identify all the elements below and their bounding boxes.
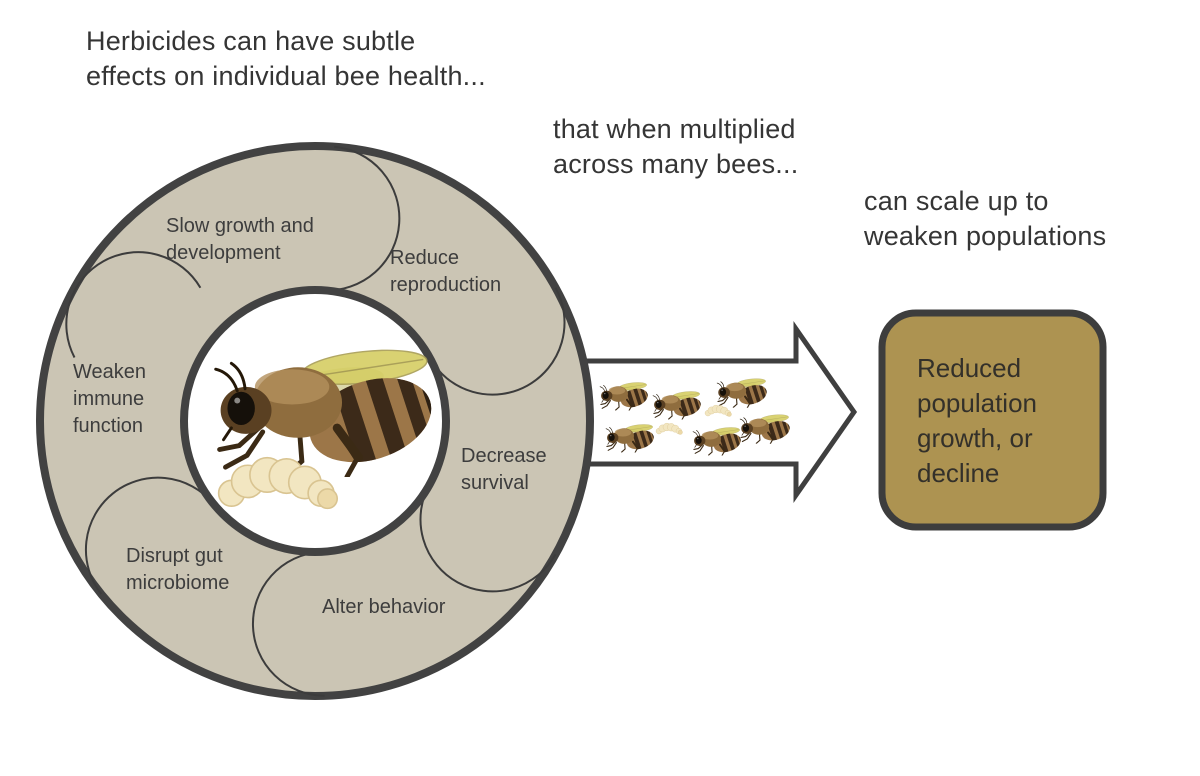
segment-label-reduce-reproduction: Reduce reproduction [390, 247, 502, 296]
outcome-box-label: Reduced population growth, or decline [917, 353, 1037, 488]
main-title: Herbicides can have subtle effects on in… [86, 26, 486, 91]
multiplied-caption: that when multiplied across many bees... [553, 114, 799, 179]
segment-label-weaken-immune: Weaken immune function [73, 361, 147, 437]
segment-divider-arcs [65, 145, 566, 697]
outcome-box [878, 309, 1107, 531]
segment-label-slow-growth: Slow growth and development [166, 215, 314, 264]
segment-label-decrease-survival: Decrease survival [461, 445, 547, 494]
segment-label-disrupt-gut: Disrupt gut microbiome [126, 545, 230, 594]
scale-up-caption: can scale up to weaken populations [864, 186, 1107, 251]
segment-label-alter-behavior: Alter behavior [322, 596, 446, 618]
